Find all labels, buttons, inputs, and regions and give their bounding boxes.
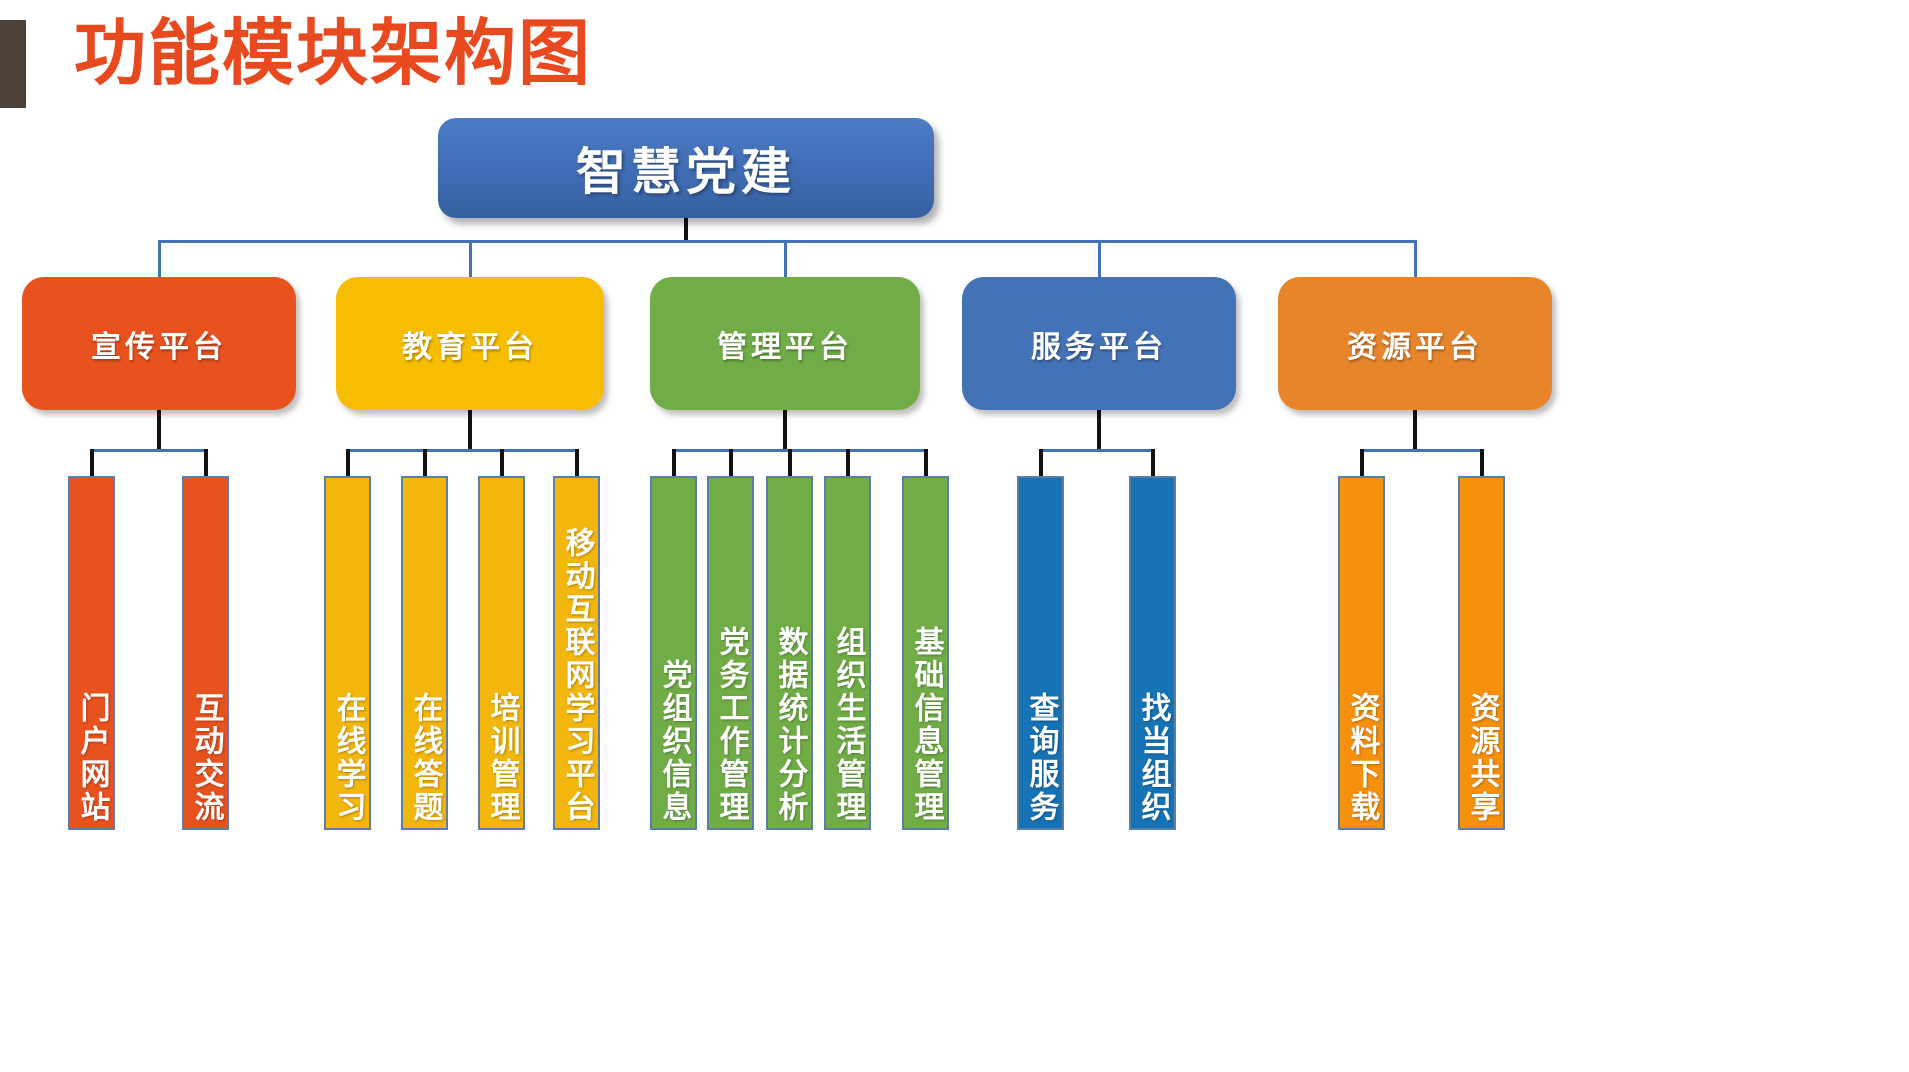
leaf-bus-4: [1361, 449, 1482, 452]
leaf-drop-0-1: [203, 449, 208, 486]
leaf-node-label: 在线学习: [330, 692, 366, 824]
platform-node-4[interactable]: 资源平台: [1278, 277, 1552, 410]
leaf-node-0-0[interactable]: 门户网站: [68, 476, 115, 830]
leaf-node-label: 组织生活管理: [830, 626, 866, 824]
leaf-bus-0: [91, 449, 206, 452]
platform-node-0[interactable]: 宣传平台: [22, 277, 296, 410]
leaf-node-3-1[interactable]: 找当组织: [1129, 476, 1176, 830]
leaf-drop-4-1: [1479, 449, 1484, 486]
platform-node-label: 资源平台: [1347, 329, 1483, 365]
leaf-node-label: 移动互联网学习平台: [559, 527, 595, 824]
platform-drop-1: [469, 240, 472, 277]
leaf-drop-1-0: [345, 449, 350, 486]
leaf-node-label: 数据统计分析: [772, 626, 808, 824]
leaf-node-0-1[interactable]: 互动交流: [182, 476, 229, 830]
platform-drop-4: [1414, 240, 1417, 277]
leaf-node-label: 在线答题: [407, 692, 443, 824]
root-stem: [684, 218, 688, 240]
platform-node-2[interactable]: 管理平台: [650, 277, 920, 410]
leaf-node-2-0[interactable]: 党组织信息: [650, 476, 697, 830]
leaf-drop-2-0: [671, 449, 676, 486]
root-to-platforms-bus: [159, 240, 1415, 243]
leaf-node-label: 党务工作管理: [713, 626, 749, 824]
page-title: 功能模块架构图: [74, 11, 593, 95]
platform-drop-0: [158, 240, 161, 277]
leaf-node-2-3[interactable]: 组织生活管理: [824, 476, 871, 830]
leaf-drop-4-0: [1359, 449, 1364, 486]
leaf-node-2-1[interactable]: 党务工作管理: [707, 476, 754, 830]
title-accent-bar: [0, 20, 26, 108]
leaf-node-1-0[interactable]: 在线学习: [324, 476, 371, 830]
leaf-node-2-2[interactable]: 数据统计分析: [766, 476, 813, 830]
leaf-drop-2-1: [728, 449, 733, 486]
platform-node-label: 管理平台: [717, 329, 853, 365]
leaf-drop-2-3: [845, 449, 850, 486]
leaf-node-label: 找当组织: [1135, 692, 1171, 824]
platform-stem-2: [783, 410, 787, 449]
leaf-drop-0-0: [89, 449, 94, 486]
leaf-drop-3-0: [1038, 449, 1043, 486]
leaf-node-4-0[interactable]: 资料下载: [1338, 476, 1385, 830]
leaf-node-label: 基础信息管理: [908, 626, 944, 824]
leaf-node-label: 党组织信息: [656, 659, 692, 824]
leaf-drop-3-1: [1150, 449, 1155, 486]
platform-drop-2: [784, 240, 787, 277]
leaf-node-label: 培训管理: [484, 692, 520, 824]
platform-node-3[interactable]: 服务平台: [962, 277, 1236, 410]
leaf-node-3-0[interactable]: 查询服务: [1017, 476, 1064, 830]
leaf-node-2-4[interactable]: 基础信息管理: [902, 476, 949, 830]
leaf-bus-3: [1040, 449, 1153, 452]
leaf-node-label: 资料下载: [1344, 692, 1380, 824]
leaf-drop-2-2: [787, 449, 792, 486]
platform-node-label: 宣传平台: [91, 329, 227, 365]
leaf-drop-2-4: [923, 449, 928, 486]
leaf-node-label: 资源共享: [1464, 692, 1500, 824]
leaf-node-4-1[interactable]: 资源共享: [1458, 476, 1505, 830]
leaf-bus-1: [347, 449, 577, 452]
platform-drop-3: [1098, 240, 1101, 277]
leaf-drop-1-2: [499, 449, 504, 486]
platform-stem-3: [1097, 410, 1101, 449]
leaf-bus-2: [673, 449, 926, 452]
leaf-drop-1-3: [574, 449, 579, 486]
leaf-node-1-1[interactable]: 在线答题: [401, 476, 448, 830]
leaf-node-label: 互动交流: [188, 692, 224, 824]
leaf-drop-1-1: [422, 449, 427, 486]
platform-stem-4: [1413, 410, 1417, 449]
leaf-node-1-2[interactable]: 培训管理: [478, 476, 525, 830]
platform-node-label: 教育平台: [402, 329, 538, 365]
root-node-label: 智慧党建: [576, 143, 796, 201]
leaf-node-1-3[interactable]: 移动互联网学习平台: [553, 476, 600, 830]
leaf-node-label: 门户网站: [74, 692, 110, 824]
root-node[interactable]: 智慧党建: [438, 118, 934, 218]
platform-stem-1: [468, 410, 472, 449]
platform-stem-0: [157, 410, 161, 449]
platform-node-label: 服务平台: [1031, 329, 1167, 365]
platform-node-1[interactable]: 教育平台: [336, 277, 604, 410]
leaf-node-label: 查询服务: [1023, 692, 1059, 824]
